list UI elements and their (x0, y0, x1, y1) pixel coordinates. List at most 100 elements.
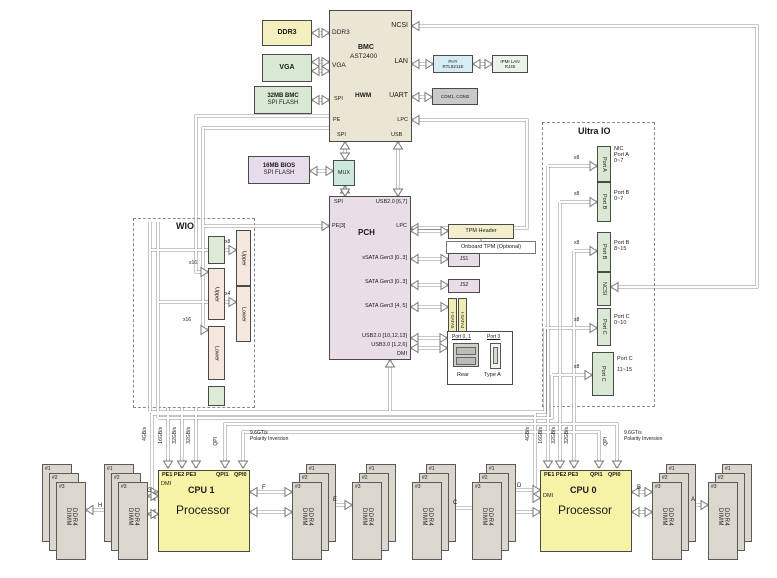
cpu1-pe1-speed: 16GB/s (158, 427, 164, 444)
bmc-pin-usb: USB (391, 132, 403, 138)
dimm-num: #1 (309, 466, 315, 472)
cpu0-dmi-pin: DMI (543, 493, 554, 499)
qpi-note-left-l2: Polarity Inversion (250, 435, 289, 442)
usb-typea-label: Type A (484, 372, 501, 378)
isata4-label: I-SATA4 (460, 311, 466, 329)
channel-h-label: H (98, 503, 103, 509)
ultra-port-a-desc-l3: 0~7 (614, 158, 624, 165)
usb-rear-slot2-icon (456, 357, 476, 365)
ipmi-lan-port: IPMI LAN RJ45 (492, 55, 528, 73)
dimm-num: #3 (355, 484, 361, 490)
wio-slot-upper-label: Upper (213, 286, 220, 302)
wio-riser-upper-label: Upper (240, 250, 247, 266)
pch-pin-usb2-67: USB2.0 [6,7] (375, 199, 407, 205)
ultra-port-a-label: Port A (601, 156, 608, 172)
dimm-num: #1 (45, 466, 51, 472)
wio-slot-green-bottom (208, 386, 225, 406)
mux-chip: MUX (333, 160, 355, 186)
usb-port01-label: Port 0, 1 (452, 334, 471, 340)
bios-flash-line2: SPI FLASH (263, 170, 295, 176)
bmc-chip (329, 10, 412, 142)
ultra-port-b2: Port B (597, 232, 611, 272)
pch-chip (329, 196, 411, 360)
pch-pin-pe3: PE[3] (332, 223, 346, 229)
ultra-lane-c2: x8 (574, 364, 580, 370)
dimm-label: DDR4 DIMM (661, 507, 673, 527)
dimm-num: #3 (121, 484, 127, 490)
channel-b-label: B (637, 485, 642, 491)
js2-connector: JS2 (448, 279, 480, 293)
bmc-title: BMC (358, 44, 374, 51)
dimm-num: #2 (718, 475, 724, 481)
isata5-label: I-SATA5 (450, 311, 456, 329)
wio-slot-lower-label: Lower (213, 345, 220, 361)
com-ports: COM1, COM2 (432, 88, 478, 105)
wio-slot-upper: Upper (208, 268, 225, 320)
channel-f-label: F (262, 485, 266, 491)
ultra-port-b1-desc-l3: 0~7 (614, 196, 624, 203)
ultra-lane-c1: x8 (574, 317, 580, 323)
ultra-port-b2-desc-l3: 8~15 (614, 246, 627, 253)
js2-label: JS2 (459, 282, 469, 289)
dimm-num: #3 (415, 484, 421, 490)
channel-a-label: A (691, 497, 696, 503)
channel-c-label: C (453, 500, 458, 506)
wio-lane-x16-lower: x16 (183, 317, 192, 323)
cpu0-name: CPU 0 (570, 485, 597, 495)
ultra-lane-b2: x8 (574, 240, 580, 246)
dimm-num: #2 (362, 475, 368, 481)
tpm-header: TPM Header (448, 224, 514, 239)
cpu1-pe3-speed: 32GB/s (186, 427, 192, 444)
dimm-num: #1 (725, 466, 731, 472)
dimm-num: #2 (422, 475, 428, 481)
wio-slot-green-top (208, 236, 225, 264)
ultra-port-a-desc: NIC Port A 0~7 (614, 146, 629, 164)
bmc-pin-lpc: LPC (397, 117, 408, 123)
ultra-ncsi: NCSI (597, 272, 611, 306)
com-label: COM1, COM2 (440, 93, 470, 99)
ultra-port-c1-desc: Port C 0~10 (614, 314, 630, 326)
ultra-lane-a: x8 (574, 155, 580, 161)
dimm-num: #2 (662, 475, 668, 481)
wio-riser-lower-label: Lower (240, 306, 247, 322)
wio-lane-x4: x4 (225, 291, 231, 297)
ultra-port-b1-desc: Port B 0~7 (614, 190, 629, 202)
ultra-port-b2-desc-l2: Port B (614, 240, 630, 246)
ultra-port-b2-label: Port B (601, 244, 608, 260)
js1-connector: JS1 (448, 253, 480, 267)
bmc-flash-module: 32MB BMC SPI FLASH (254, 86, 312, 114)
dimm-label: DDR4 DIMM (421, 507, 433, 527)
cpu1-qpi0-pin: QPI0 (234, 472, 247, 478)
bmc-pin-vga: VGA (332, 62, 346, 69)
js1-label: JS1 (459, 256, 469, 263)
ultra-port-c1: Port C (597, 308, 611, 346)
ultra-port-c2: Port C (592, 352, 614, 396)
wio-slot-lower: Lower (208, 326, 225, 380)
bmc-pin-ddr3: DDR3 (332, 29, 350, 36)
dimm-num: #1 (669, 466, 675, 472)
cpu0-dmi-speed: 4GB/s (525, 427, 531, 441)
qpi-note-right-l1: 9.6GT/s (624, 430, 642, 436)
bmc-pin-spi-bottom: SPI (337, 132, 346, 138)
pch-pin-usb3: USB3.0 [1,2,6] (371, 342, 407, 348)
bios-flash-line1: 16MB BIOS (262, 163, 296, 170)
wio-riser-lower: Lower (236, 286, 251, 342)
cpu1-dmi-speed: 4GB/s (142, 427, 148, 441)
cpu0-pe2-speed: 32GB/s (551, 427, 557, 444)
ultra-port-c1-desc-l3: 0~10 (614, 320, 627, 327)
cpu1-processor-label: Processor (176, 503, 231, 517)
ultra-port-a-desc-l2: Port A (614, 152, 629, 159)
cpu0-qpi0-pin: QPI0 (608, 472, 621, 478)
pch-pin-sata45: SATA Gen3 [4, 5] (365, 303, 407, 309)
pch-pin-usb2: USB2.0 [10,12,13] (362, 333, 407, 339)
dimm-num: #1 (107, 466, 113, 472)
dimm-num: #2 (52, 475, 58, 481)
ipmi-lan-line2: RJ45 (504, 64, 516, 69)
bmc-pin-uart: UART (389, 92, 408, 99)
qpi-note-right: 9.6GT/s Polarity Inversion (624, 430, 662, 442)
dimm-num: #2 (302, 475, 308, 481)
